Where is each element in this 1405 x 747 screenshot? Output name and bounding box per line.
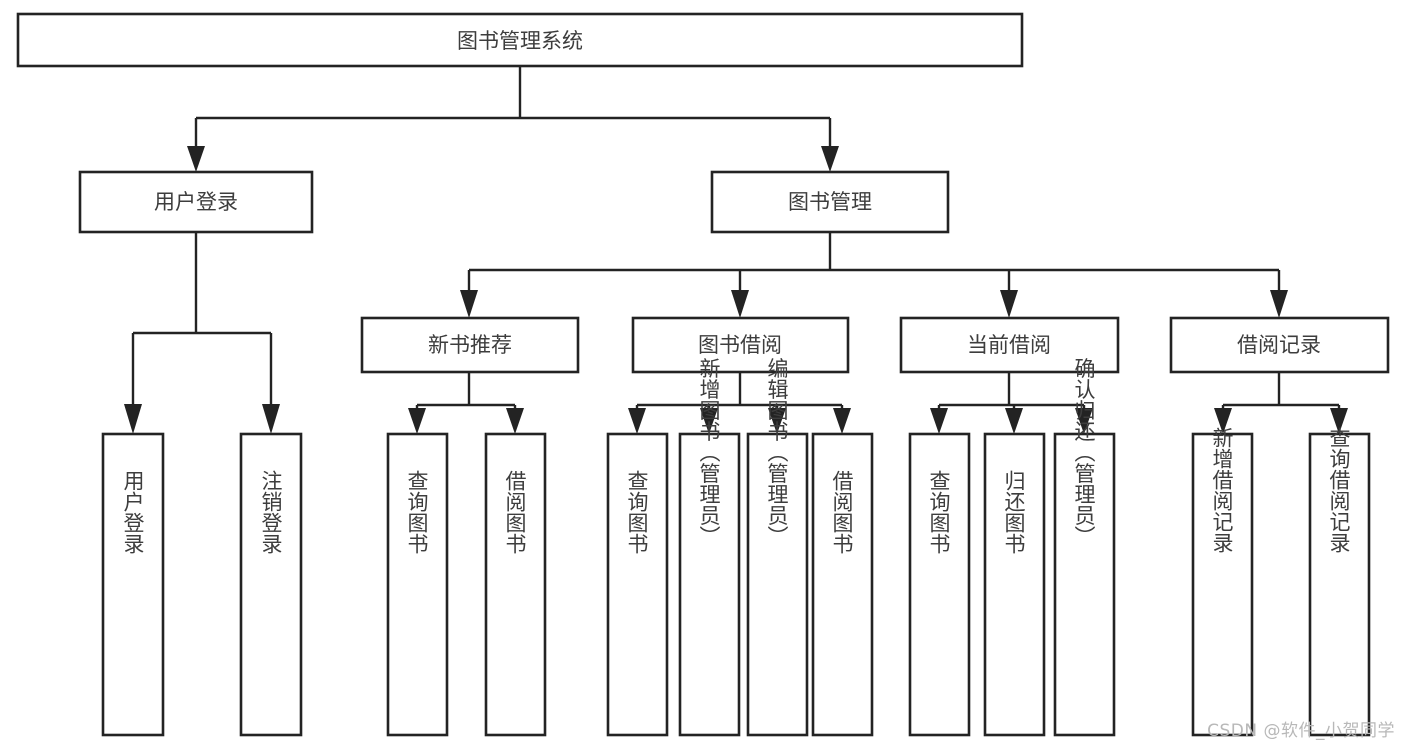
connector-group-borrow-record <box>1214 372 1348 434</box>
node-current-borrow[interactable]: 当前借阅 <box>899 316 1120 374</box>
leaf-book-borrow-borrow-label: 借阅图书 <box>830 470 854 554</box>
leaf-user-login-login-label: 用户登录 <box>121 470 145 554</box>
node-box <box>1169 316 1390 374</box>
leaf-user-login-logout[interactable]: 注销登录 <box>239 432 303 737</box>
leaf-book-borrow-query-label: 查询图书 <box>625 470 649 554</box>
leaf-user-login-login[interactable]: 用户登录 <box>101 432 165 737</box>
node-root-system-label: 图书管理系统 <box>457 29 583 53</box>
node-book-management[interactable]: 图书管理 <box>710 170 950 234</box>
leaf-borrow-record-query[interactable]: 查询借阅记录 <box>1308 427 1371 737</box>
leaf-borrow-record-add-label: 新增借阅记录 <box>1210 427 1234 553</box>
node-box <box>678 432 741 737</box>
arrow-head-icon <box>1000 290 1018 318</box>
leaf-new-book-query-label: 查询图书 <box>405 470 429 554</box>
node-user-login-label: 用户登录 <box>154 190 238 214</box>
node-new-book-recommend-label: 新书推荐 <box>428 333 512 357</box>
node-borrow-record-label: 借阅记录 <box>1237 333 1321 357</box>
arrow-head-icon <box>833 408 851 434</box>
arrow-head-icon <box>460 290 478 318</box>
leaf-new-book-query[interactable]: 查询图书 <box>386 432 449 737</box>
node-box <box>983 432 1046 737</box>
arrow-head-icon <box>1005 408 1023 434</box>
node-user-login[interactable]: 用户登录 <box>78 170 314 234</box>
leaf-current-borrow-confirm[interactable]: 确认归还（管理员） <box>1053 358 1116 737</box>
node-book-management-label: 图书管理 <box>788 190 872 214</box>
leaf-new-book-borrow[interactable]: 借阅图书 <box>484 432 547 737</box>
node-book-borrow[interactable]: 图书借阅 <box>631 316 850 374</box>
leaf-borrow-record-query-label: 查询借阅记录 <box>1327 427 1351 553</box>
node-box <box>710 170 950 234</box>
connector-group-new-book <box>408 372 524 434</box>
leaf-book-borrow-query[interactable]: 查询图书 <box>606 432 669 737</box>
arrow-head-icon <box>930 408 948 434</box>
connector-group-book-management <box>460 232 1288 318</box>
leaf-book-borrow-add[interactable]: 新增图书（管理员） <box>678 358 741 737</box>
connector-group-book-borrow <box>628 372 851 434</box>
node-box <box>101 432 165 737</box>
arrow-head-icon <box>821 146 839 172</box>
arrow-head-icon <box>1214 408 1232 434</box>
connector-group-root <box>187 66 839 172</box>
leaf-book-borrow-borrow[interactable]: 借阅图书 <box>811 432 874 737</box>
leaf-borrow-record-add[interactable]: 新增借阅记录 <box>1191 427 1254 737</box>
arrow-head-icon <box>124 404 142 434</box>
node-box <box>360 316 580 374</box>
arrow-head-icon <box>700 408 718 434</box>
node-box <box>484 432 547 737</box>
leaf-current-borrow-return-label: 归还图书 <box>1002 470 1026 554</box>
arrow-head-icon <box>262 404 280 434</box>
node-box <box>386 432 449 737</box>
node-new-book-recommend[interactable]: 新书推荐 <box>360 316 580 374</box>
node-box <box>899 316 1120 374</box>
arrow-head-icon <box>768 408 786 434</box>
node-borrow-record[interactable]: 借阅记录 <box>1169 316 1390 374</box>
node-box <box>631 316 850 374</box>
node-box <box>811 432 874 737</box>
arrow-head-icon <box>1330 408 1348 434</box>
node-box <box>1308 432 1371 737</box>
node-box <box>606 432 669 737</box>
node-current-borrow-label: 当前借阅 <box>967 333 1051 357</box>
node-box <box>78 170 314 234</box>
arrow-head-icon <box>506 408 524 434</box>
csdn-watermark: CSDN @软件_小贺同学 <box>1207 721 1395 741</box>
arrow-head-icon <box>628 408 646 434</box>
node-box <box>16 12 1024 68</box>
leaf-current-borrow-query[interactable]: 查询图书 <box>908 432 971 737</box>
leaf-current-borrow-query-label: 查询图书 <box>927 470 951 554</box>
leaf-book-borrow-edit[interactable]: 编辑图书（管理员） <box>746 358 809 737</box>
arrow-head-icon <box>1270 290 1288 318</box>
node-box <box>1191 432 1254 737</box>
connector-group-user-login <box>124 232 280 434</box>
node-box <box>239 432 303 737</box>
leaf-current-borrow-return[interactable]: 归还图书 <box>983 432 1046 737</box>
arrow-head-icon <box>408 408 426 434</box>
leaf-current-borrow-confirm-label: 确认归还（管理员） <box>1072 358 1096 547</box>
leaf-user-login-logout-label: 注销登录 <box>259 470 283 554</box>
node-book-borrow-label: 图书借阅 <box>698 333 782 357</box>
node-root-system[interactable]: 图书管理系统 <box>16 12 1024 68</box>
arrow-head-icon <box>731 290 749 318</box>
leaf-book-borrow-add-label: 新增图书（管理员） <box>697 358 721 547</box>
node-box <box>1053 432 1116 737</box>
arrow-head-icon <box>187 146 205 172</box>
arrow-head-icon <box>1075 408 1093 434</box>
leaf-new-book-borrow-label: 借阅图书 <box>503 470 527 554</box>
node-box <box>908 432 971 737</box>
connector-group-current-borrow <box>930 372 1093 434</box>
leaf-book-borrow-edit-label: 编辑图书（管理员） <box>765 358 789 547</box>
node-box <box>746 432 809 737</box>
